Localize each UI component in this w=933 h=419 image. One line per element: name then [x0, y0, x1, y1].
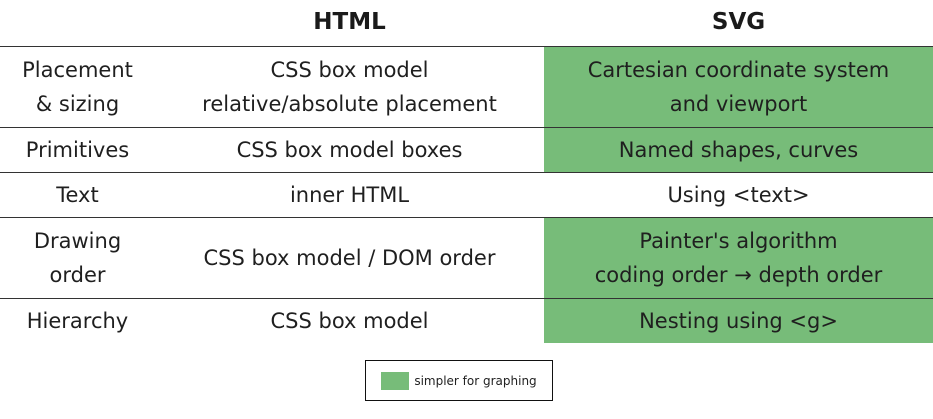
row-placement-sizing: Placement & sizing CSS box model relativ… — [0, 46, 933, 128]
legend-swatch — [381, 371, 410, 390]
row-text: Text inner HTML Using <text> — [0, 172, 933, 218]
aspect-cell: Text — [0, 172, 155, 218]
aspect-cell: Drawing order — [0, 217, 155, 299]
html-cell: CSS box model relative/absolute placemen… — [155, 46, 544, 128]
aspect-cell: Primitives — [0, 127, 155, 173]
svg-cell: Cartesian coordinate system and viewport — [544, 46, 933, 128]
svg-cell: Nesting using <g> — [544, 298, 933, 343]
html-cell: CSS box model / DOM order — [155, 217, 544, 299]
svg-cell: Named shapes, curves — [544, 127, 933, 173]
header-html: HTML — [155, 0, 544, 47]
comparison-table: HTML SVG Placement & sizing CSS box mode… — [0, 0, 933, 343]
html-cell: inner HTML — [155, 172, 544, 218]
aspect-cell: Placement & sizing — [0, 46, 155, 128]
header-svg: SVG — [544, 0, 933, 47]
html-cell: CSS box model boxes — [155, 127, 544, 173]
header-aspect — [0, 0, 155, 47]
legend-label: simpler for graphing — [414, 373, 537, 388]
html-cell: CSS box model — [155, 298, 544, 343]
legend: simpler for graphing — [365, 360, 553, 401]
row-primitives: Primitives CSS box model boxes Named sha… — [0, 127, 933, 173]
aspect-cell: Hierarchy — [0, 298, 155, 343]
svg-cell: Painter's algorithm coding order → depth… — [544, 217, 933, 299]
svg-cell: Using <text> — [544, 172, 933, 218]
row-hierarchy: Hierarchy CSS box model Nesting using <g… — [0, 298, 933, 343]
row-drawing-order: Drawing order CSS box model / DOM order … — [0, 217, 933, 299]
header-row: HTML SVG — [0, 0, 933, 47]
